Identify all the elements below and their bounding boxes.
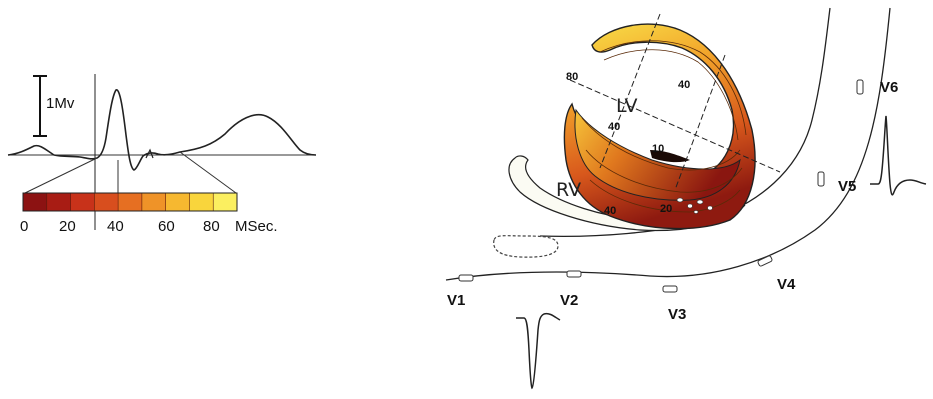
scale-tick-80: 80 [203,218,220,235]
color-scale-cell [166,193,190,211]
electrode-pad-v1 [459,275,473,281]
lead-label-v6: V6 [880,79,898,96]
lead-label-v5: V5 [838,178,856,195]
lead-label-v1: V1 [447,292,465,309]
color-scale-cell [142,193,166,211]
scale-unit: MSec. [235,218,278,235]
ecg-panel: 1Mv 0 20 40 60 80 MSec. [8,74,316,235]
isochrone-label: 40 [678,79,690,91]
color-scale-cell [94,193,118,211]
calibration-bar: 1Mv [33,76,75,136]
projection-line-right [180,152,236,193]
lead-v5-waveform [870,116,926,195]
rv-label: RV [556,179,581,201]
scale-tick-20: 20 [59,218,76,235]
calibration-label: 1Mv [46,95,75,112]
sternum-outline [494,236,558,257]
lead-label-v3: V3 [668,306,686,323]
color-scale-bar [23,193,238,211]
scale-tick-0: 0 [20,218,28,235]
color-scale-cell [23,193,47,211]
scale-tick-60: 60 [158,218,175,235]
electrode-pad-v6 [857,80,863,94]
isochrone-label: 20 [660,203,672,215]
heart-panel: LV RV 80 40 40 10 40 20 V1 V2 V3 V4 V5 V… [446,8,926,388]
lead-label-v4: V4 [777,276,796,293]
electrode-pad-v5 [818,172,824,186]
scale-tick-40: 40 [107,218,124,235]
electrode-pad-v2 [567,271,581,277]
color-scale-cell [118,193,142,211]
electrode-pad-v3 [663,286,677,292]
color-scale-cell [189,193,213,211]
lead-label-v2: V2 [560,292,578,309]
isochrone-label: 40 [604,205,616,217]
isochrone-label: 10 [652,143,664,155]
projection-line-left [25,158,97,193]
color-scale-cell [71,193,95,211]
isochrone-label: 80 [566,71,578,83]
color-scale-cell [47,193,71,211]
lead-v2-waveform [516,314,560,388]
lv-label: LV [616,95,638,117]
isochrone-label: 40 [608,121,620,133]
color-scale-cell [213,193,237,211]
